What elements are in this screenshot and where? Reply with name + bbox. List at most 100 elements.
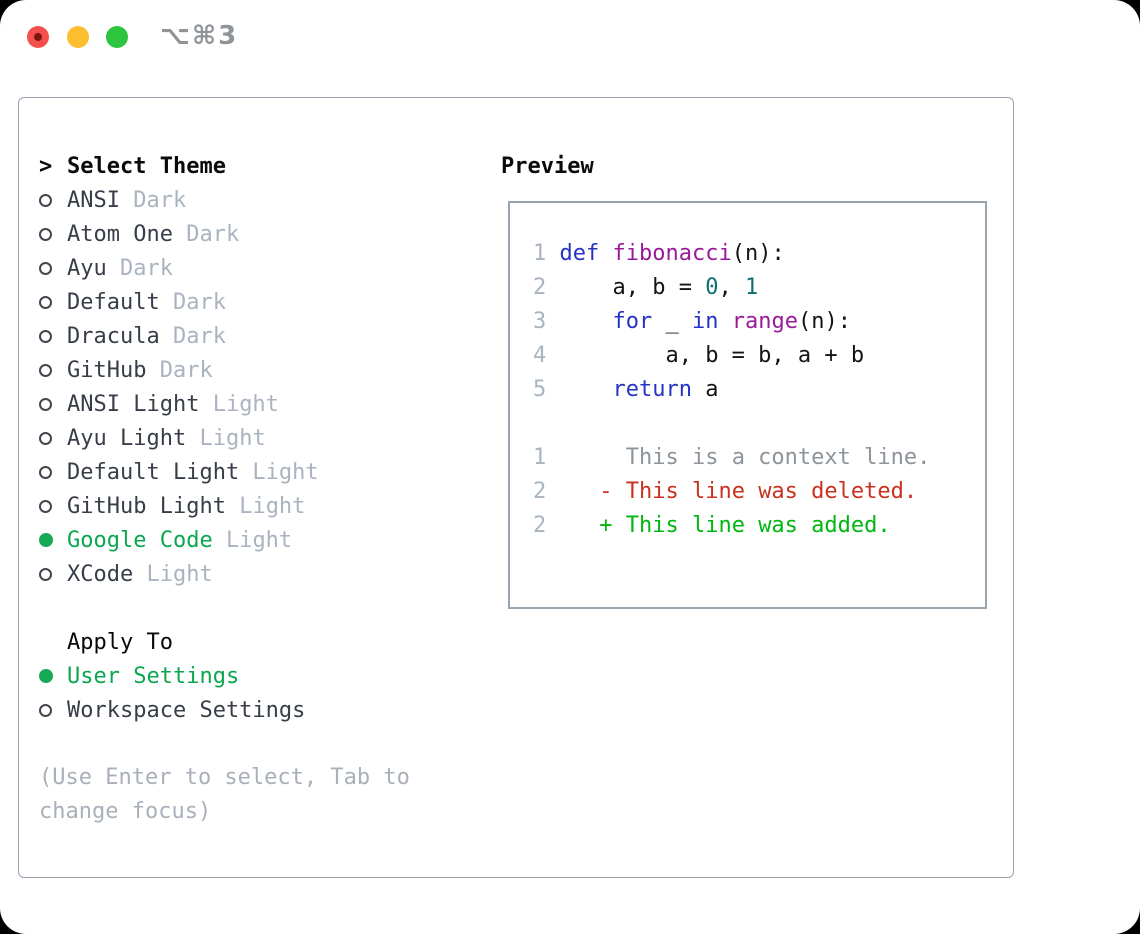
radio-circle-icon xyxy=(39,669,53,683)
code-line: 3 for _ in range(n): xyxy=(533,309,851,334)
line-number: 2 xyxy=(533,275,560,300)
theme-item-xcode[interactable]: XCode Light xyxy=(39,557,319,591)
option-label: Default Light xyxy=(67,459,240,485)
option-label: ANSI Light xyxy=(67,391,200,417)
code-line: 1 def fibonacci(n): xyxy=(533,241,785,266)
variant-label: Dark xyxy=(159,289,226,315)
radio-circle-icon xyxy=(39,261,52,275)
option-label: ANSI xyxy=(67,187,120,213)
radio-circle-icon xyxy=(39,499,52,513)
theme-item-atom-one[interactable]: Atom One Dark xyxy=(39,217,319,251)
theme-item-default-light[interactable]: Default Light Light xyxy=(39,455,319,489)
option-label: GitHub xyxy=(67,357,147,383)
radio-unselected-icon[interactable] xyxy=(39,703,67,717)
radio-selected-icon[interactable] xyxy=(39,533,67,547)
radio-circle-icon xyxy=(39,431,52,445)
variant-label: Light xyxy=(186,425,266,451)
radio-unselected-icon[interactable] xyxy=(39,499,67,513)
code-line: 4 a, b = b, a + b xyxy=(533,343,865,368)
theme-item-github-light[interactable]: GitHub Light Light xyxy=(39,489,319,523)
radio-circle-icon xyxy=(39,363,52,377)
diff-line-add: 2 + This line was added. xyxy=(533,513,891,538)
option-label: Dracula xyxy=(67,323,160,349)
option-label: Atom One xyxy=(67,221,173,247)
line-number: 1 xyxy=(533,445,560,470)
theme-item-dracula[interactable]: Dracula Dark xyxy=(39,319,319,353)
option-label: Default xyxy=(67,289,160,315)
theme-item-ayu-light[interactable]: Ayu Light Light xyxy=(39,421,319,455)
diff-line-del: 2 - This line was deleted. xyxy=(533,479,918,504)
code-line: 5 return a xyxy=(533,377,719,402)
preview-title: Preview xyxy=(501,153,594,179)
variant-label: Light xyxy=(212,527,293,553)
radio-circle-icon xyxy=(39,533,53,547)
radio-unselected-icon[interactable] xyxy=(39,227,67,241)
theme-item-default[interactable]: Default Dark xyxy=(39,285,319,319)
option-label: Ayu Light xyxy=(67,425,187,451)
radio-unselected-icon[interactable] xyxy=(39,567,67,581)
radio-circle-icon xyxy=(39,465,52,479)
line-number: 4 xyxy=(533,343,560,368)
prompt-cursor-icon: > xyxy=(39,153,53,179)
diff-line-ctx: 1 This is a context line. xyxy=(533,445,931,470)
apply-option-user-settings[interactable]: User Settings xyxy=(39,659,319,693)
line-number: 3 xyxy=(533,309,560,334)
radio-unselected-icon[interactable] xyxy=(39,261,67,275)
apply-option-workspace-settings[interactable]: Workspace Settings xyxy=(39,693,319,727)
apply-to-header: Apply To xyxy=(67,629,173,655)
apply-to-header-row: Apply To xyxy=(39,625,319,659)
close-dot-icon xyxy=(34,33,42,41)
radio-circle-icon xyxy=(39,295,52,309)
option-label: User Settings xyxy=(67,663,240,689)
theme-item-ansi-light[interactable]: ANSI Light Light xyxy=(39,387,319,421)
theme-item-ayu[interactable]: Ayu Dark xyxy=(39,251,319,285)
variant-label: Dark xyxy=(119,187,187,213)
radio-unselected-icon[interactable] xyxy=(39,329,67,343)
variant-label: Light xyxy=(225,493,306,519)
variant-label: Light xyxy=(239,459,319,485)
option-label: Ayu xyxy=(67,255,107,281)
radio-unselected-icon[interactable] xyxy=(39,397,67,411)
variant-label: Dark xyxy=(172,221,240,247)
keyboard-hint-text: (Use Enter to select, Tab to change focu… xyxy=(39,765,410,824)
radio-unselected-icon[interactable] xyxy=(39,295,67,309)
variant-label: Dark xyxy=(106,255,173,281)
spacer xyxy=(39,591,319,625)
radio-circle-icon xyxy=(39,703,52,717)
minimize-button[interactable] xyxy=(67,26,89,48)
line-number: 1 xyxy=(533,241,560,266)
close-button[interactable] xyxy=(27,26,49,48)
radio-circle-icon xyxy=(39,397,52,411)
zoom-button[interactable] xyxy=(106,26,128,48)
theme-item-google-code[interactable]: Google Code Light xyxy=(39,523,319,557)
radio-selected-icon[interactable] xyxy=(39,669,67,683)
theme-item-ansi[interactable]: ANSI Dark xyxy=(39,183,319,217)
radio-circle-icon xyxy=(39,227,52,241)
variant-label: Dark xyxy=(146,357,213,383)
option-label: Google Code xyxy=(67,527,213,553)
variant-label: Light xyxy=(199,391,279,417)
option-label: Workspace Settings xyxy=(67,697,306,723)
radio-unselected-icon[interactable] xyxy=(39,363,67,377)
theme-item-github[interactable]: GitHub Dark xyxy=(39,353,319,387)
line-number: 5 xyxy=(533,377,560,402)
radio-circle-icon xyxy=(39,329,52,343)
select-theme-header: Select Theme xyxy=(67,153,226,179)
radio-circle-icon xyxy=(39,567,52,581)
variant-label: Dark xyxy=(159,323,226,349)
radio-unselected-icon[interactable] xyxy=(39,465,67,479)
titlebar: ⌥⌘3 xyxy=(0,0,1140,76)
line-number: 2 xyxy=(533,479,560,504)
keyboard-shortcut-label: ⌥⌘3 xyxy=(160,21,239,51)
variant-label: Light xyxy=(133,561,213,587)
option-label: XCode xyxy=(67,561,134,587)
radio-unselected-icon[interactable] xyxy=(39,193,67,207)
radio-unselected-icon[interactable] xyxy=(39,431,67,445)
